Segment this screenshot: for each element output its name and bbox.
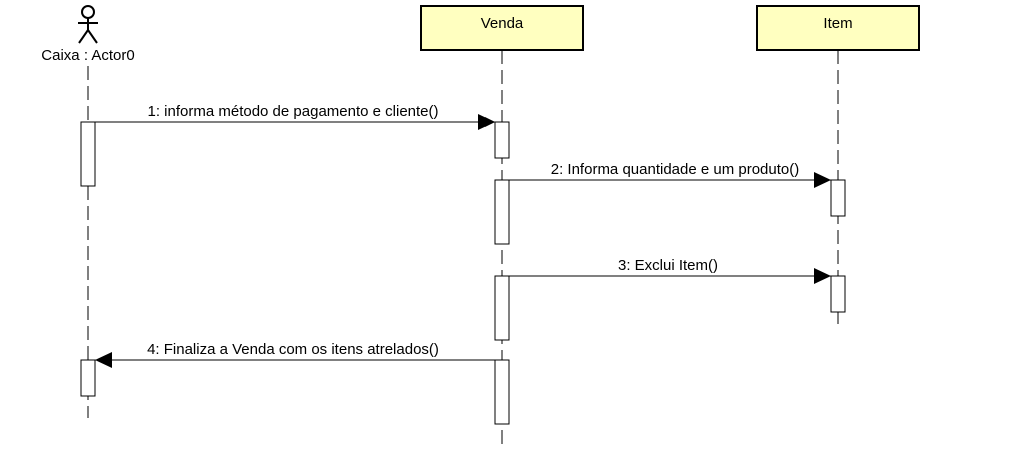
venda-activation-1[interactable]: [494, 121, 510, 159]
message-1-label: 1: informa método de pagamento e cliente…: [148, 103, 439, 120]
message-4[interactable]: 4: Finaliza a Venda com os itens atrelad…: [95, 341, 495, 368]
actor-activation-2[interactable]: [80, 359, 96, 397]
message-3[interactable]: 3: Exclui Item(): [509, 257, 831, 284]
message-3-label: 3: Exclui Item(): [618, 257, 718, 274]
message-1[interactable]: 1: informa método de pagamento e cliente…: [95, 103, 495, 130]
venda-activation-3[interactable]: [494, 275, 510, 341]
message-2-label: 2: Informa quantidade e um produto(): [551, 161, 799, 178]
message-2[interactable]: 2: Informa quantidade e um produto(): [509, 161, 831, 188]
actor-label: Caixa : Actor0: [41, 47, 134, 64]
venda-activation-4[interactable]: [494, 359, 510, 425]
venda-lifeline-box[interactable]: Venda: [420, 5, 584, 51]
message-4-label: 4: Finaliza a Venda com os itens atrelad…: [147, 341, 439, 358]
venda-lifeline-label: Venda: [481, 15, 524, 32]
actor-activation-1[interactable]: [80, 121, 96, 187]
item-lifeline-label: Item: [823, 15, 852, 32]
item-lifeline-box[interactable]: Item: [756, 5, 920, 51]
item-activation-1[interactable]: [830, 179, 846, 217]
stick-figure-icon: [78, 5, 98, 44]
item-activation-2[interactable]: [830, 275, 846, 313]
venda-activation-2[interactable]: [494, 179, 510, 245]
